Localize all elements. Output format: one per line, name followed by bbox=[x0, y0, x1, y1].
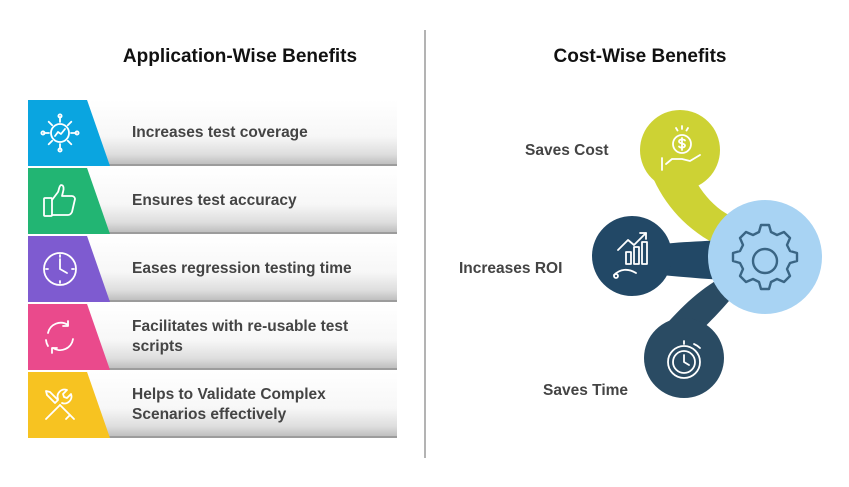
cost-benefits-diagram bbox=[592, 110, 822, 398]
benefit-row-complex: Helps to Validate Complex Scenarios effe… bbox=[28, 372, 397, 438]
benefit-row-coverage: Increases test coverage bbox=[28, 100, 397, 166]
benefit-row-reusable: Facilitates with re-usable test scripts bbox=[28, 304, 397, 370]
row-label: Eases regression testing time bbox=[132, 260, 352, 277]
application-wise-benefits-title: Application-Wise Benefits bbox=[122, 46, 358, 67]
row-label: Helps to Validate Complex Scenarios effe… bbox=[132, 386, 326, 423]
gear-chart-icon bbox=[40, 113, 80, 153]
row-label: Ensures test accuracy bbox=[132, 192, 297, 209]
saves-time-label: Saves Time bbox=[543, 382, 629, 399]
thumbs-up-icon bbox=[43, 184, 76, 217]
cost-wise-benefits-title: Cost-Wise Benefits bbox=[553, 46, 727, 67]
clock-icon bbox=[43, 252, 77, 286]
tools-icon bbox=[45, 388, 75, 420]
stopwatch-icon bbox=[667, 340, 701, 379]
increases-roi-circle bbox=[592, 216, 672, 296]
increases-roi-label: Increases ROI bbox=[459, 260, 563, 277]
benefit-row-accuracy: Ensures test accuracy bbox=[28, 168, 397, 234]
hand-dollar-icon bbox=[661, 125, 701, 171]
gear-icon bbox=[731, 223, 799, 291]
saves-cost-label: Saves Cost bbox=[525, 142, 609, 159]
row-label: Increases test coverage bbox=[132, 124, 308, 141]
growth-chart-icon bbox=[613, 232, 648, 279]
refresh-icon bbox=[45, 320, 74, 354]
hub-circle bbox=[708, 200, 822, 314]
saves-cost-circle bbox=[640, 110, 720, 190]
benefit-row-regression: Eases regression testing time bbox=[28, 236, 397, 302]
column-divider bbox=[424, 30, 426, 458]
row-label: Facilitates with re-usable test scripts bbox=[132, 318, 349, 355]
